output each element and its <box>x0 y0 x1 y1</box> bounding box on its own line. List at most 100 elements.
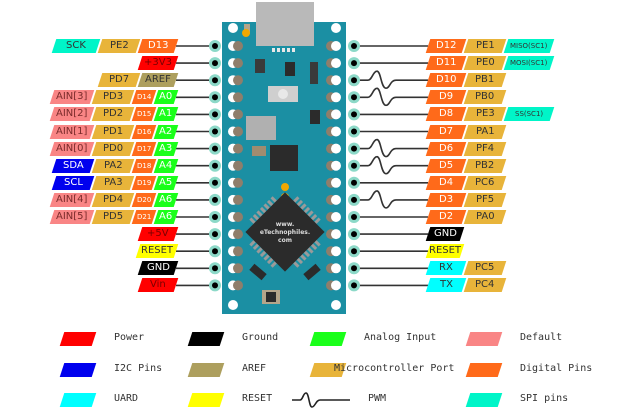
pin-label-text: PE2 <box>109 40 129 51</box>
mcu-pin <box>266 257 274 265</box>
pwm-connector-line <box>354 138 428 158</box>
pin-label-text: PA3 <box>103 176 123 188</box>
pin-label-digital: D4 <box>425 175 467 190</box>
small-ic <box>249 263 267 281</box>
board-pad <box>233 75 243 86</box>
pin-label-port: PD2 <box>91 107 135 122</box>
board-pad <box>331 280 341 291</box>
mcu-pin <box>303 206 311 214</box>
board-pad <box>233 160 243 171</box>
pin-label-text: PE0 <box>475 57 495 69</box>
mcu-pin <box>314 217 321 224</box>
led <box>281 183 289 191</box>
header-pin <box>351 77 357 84</box>
legend-label: Power <box>114 332 145 343</box>
pin-label-text: RX <box>439 262 453 274</box>
pin-label-aref: AREF <box>137 73 179 88</box>
header-pin <box>212 60 218 67</box>
pin-label-port: PC6 <box>463 175 507 190</box>
usb-pin <box>287 48 290 52</box>
mount-hole <box>331 300 341 310</box>
pin-label-text: Vin <box>150 279 166 291</box>
pin-label-default: AIN[4] <box>49 192 95 207</box>
header-pin <box>212 77 218 84</box>
pin-label-text: PD2 <box>102 108 124 120</box>
board-pad <box>331 160 341 171</box>
pin-label-text: A3 <box>159 142 173 154</box>
pin-label-text: PE1 <box>475 40 495 51</box>
mcu-pin <box>314 240 321 247</box>
header-pin <box>212 162 218 169</box>
pin-label-port: PE1 <box>463 39 507 53</box>
pin-label-text: D16 <box>136 127 152 136</box>
header-pin <box>212 145 218 152</box>
pin-label-text: AREF <box>145 74 171 86</box>
crystal-module <box>246 116 276 140</box>
legend-label: SPI pins <box>520 393 569 404</box>
mount-hole <box>331 23 341 33</box>
header-pin <box>212 231 218 238</box>
led-base <box>244 24 250 34</box>
board-pad <box>331 246 341 257</box>
legend-swatch-aref <box>187 363 225 377</box>
pin-label-text: D7 <box>438 125 454 137</box>
usb-pin <box>292 48 295 52</box>
chip-text-line: www. <box>276 221 295 228</box>
pin-label-digital: D3 <box>425 192 467 207</box>
pin-label-default: AIN[2] <box>49 107 95 122</box>
pin-label-text: GND <box>146 262 170 274</box>
pin-label-port: PD0 <box>91 141 135 156</box>
board-pad <box>233 229 243 240</box>
pin-label-text: D12 <box>435 40 457 51</box>
reset-button-cap <box>278 89 288 99</box>
pin-label-port: PF4 <box>463 141 507 156</box>
board-pad <box>331 212 341 222</box>
legend-swatch-power <box>59 332 97 346</box>
board-pad <box>233 246 243 257</box>
pin-label-text: A0 <box>159 91 173 103</box>
pin-label-text: D13 <box>147 40 169 51</box>
pin-label-i2c: SDA <box>51 158 95 173</box>
pin-label-text: D2 <box>438 211 454 222</box>
pin-label-port: PE2 <box>97 39 141 53</box>
pin-label-text: D4 <box>438 176 454 188</box>
header-pin <box>351 111 357 118</box>
legend-label: RESET <box>242 393 273 404</box>
header-pin <box>212 94 218 101</box>
pin-label-text: PC5 <box>475 262 495 274</box>
legend-swatch-digital <box>465 363 503 377</box>
chip-text-line: com <box>278 237 292 244</box>
legend-swatch-default <box>465 332 503 346</box>
pin-label-text: SCL <box>63 176 83 188</box>
board-pad <box>233 58 243 69</box>
board-pad <box>331 109 341 120</box>
mcu-pin <box>266 199 274 207</box>
pin-label-reset: RESET <box>425 244 465 259</box>
pin-label-text: D14 <box>136 93 152 102</box>
pin-label-digital: D11 <box>425 56 467 71</box>
mcu-pin <box>293 196 300 203</box>
header-pin <box>212 282 218 289</box>
pin-label-text: D15 <box>136 110 152 119</box>
pin-label-text: AIN[4] <box>56 193 88 205</box>
pin-label-text: +3V3 <box>144 57 172 69</box>
board-pad <box>233 143 243 154</box>
pin-label-spi: MISO(SC1) <box>503 39 555 53</box>
mcu-pin <box>252 243 260 251</box>
pin-label-default: AIN[0] <box>49 141 95 156</box>
pin-label-text: PA2 <box>103 159 123 171</box>
pin-label-text: SCK <box>66 40 86 51</box>
board-pad <box>331 75 341 86</box>
mcu-pin <box>296 199 304 207</box>
pin-label-text: A4 <box>159 159 173 171</box>
pin-label-port: PD1 <box>91 124 135 139</box>
chip-text-line: eTechnophiles. <box>260 229 310 236</box>
mcu-pin <box>259 250 267 258</box>
board-pad <box>331 126 341 137</box>
header-pin <box>351 265 357 272</box>
mount-hole <box>228 23 238 33</box>
legend-label: Microcontroller Port <box>334 363 455 374</box>
pin-label-text: D9 <box>438 91 454 103</box>
